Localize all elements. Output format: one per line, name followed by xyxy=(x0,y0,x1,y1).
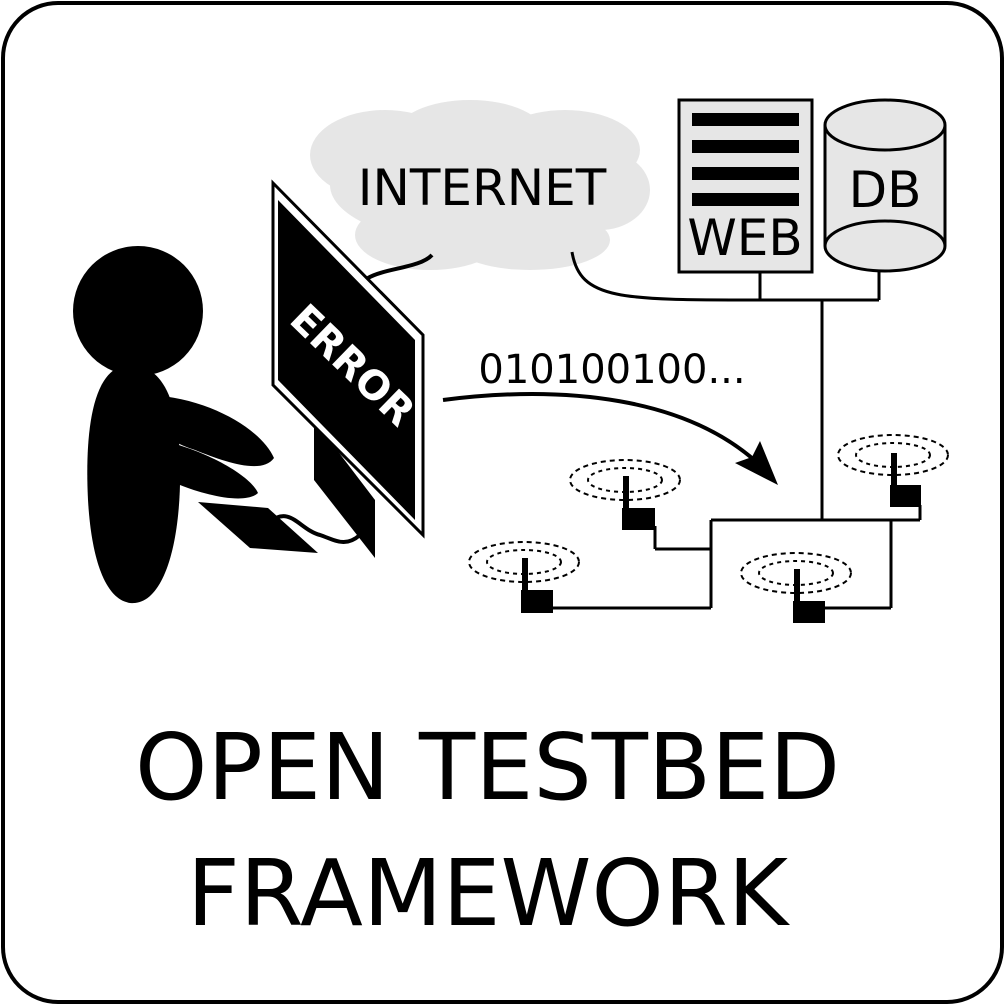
sensor-node-2 xyxy=(837,434,949,507)
title-line-1: OPEN TESTBED xyxy=(134,714,841,821)
data-stream-label: 010100100... xyxy=(478,347,745,393)
monitor-cable xyxy=(366,253,434,280)
sensor-node-3 xyxy=(468,541,580,613)
sensor-node-4 xyxy=(740,552,852,623)
title-line-2: FRAMEWORK xyxy=(186,840,789,947)
data-flow-arrow xyxy=(442,392,778,485)
sensor-node-1 xyxy=(569,459,681,530)
internet-label: INTERNET xyxy=(358,159,607,217)
web-server-icon: WEB xyxy=(677,98,814,274)
db-label: DB xyxy=(849,161,922,219)
person-icon xyxy=(73,246,362,604)
database-icon: DB xyxy=(823,98,947,273)
monitor-icon: ERROR xyxy=(271,179,425,558)
web-label: WEB xyxy=(687,209,802,267)
internet-cloud: INTERNET xyxy=(310,100,650,270)
